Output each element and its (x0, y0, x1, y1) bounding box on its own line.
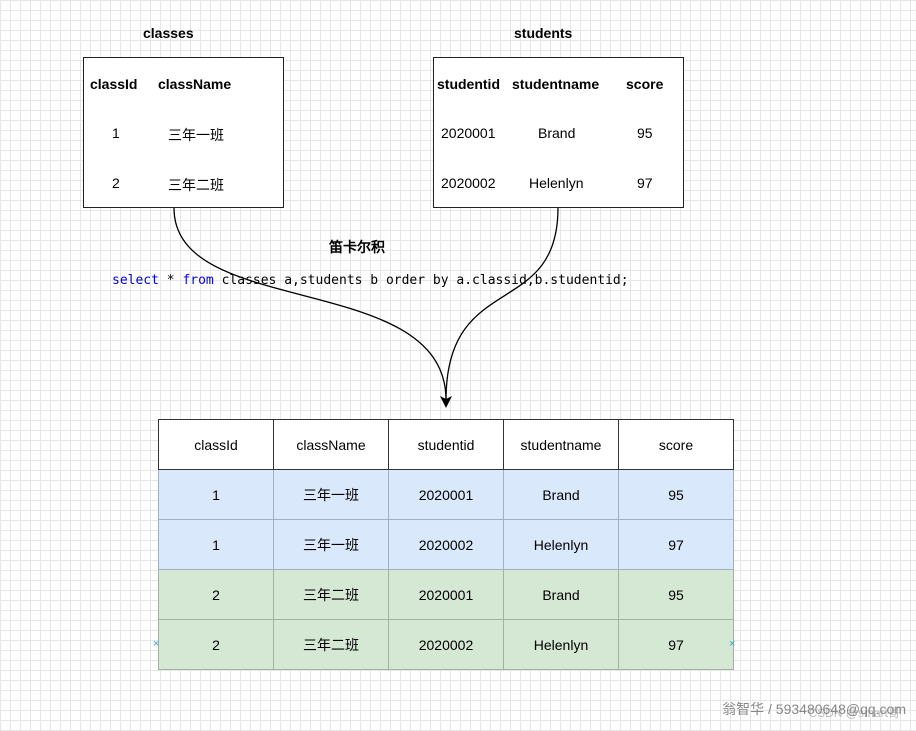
table-cell: 三年二班 (273, 619, 389, 670)
table-cell: 97 (618, 519, 734, 570)
sql-keyword-select: select (112, 273, 159, 288)
result-header-studentid: studentid (388, 419, 504, 470)
table-row: 1 三年一班 2020001 Brand 95 (158, 469, 734, 520)
table-cell: 2 (158, 569, 274, 620)
table-cell: 2020002 (388, 519, 504, 570)
students-row2-score: 97 (637, 175, 653, 191)
classes-header-classname: className (158, 76, 232, 92)
students-table: studentid studentname score 2020001 Bran… (433, 57, 684, 208)
table-cell: 三年一班 (273, 469, 389, 520)
sql-part-1: * (158, 273, 183, 288)
students-table-title: students (514, 25, 573, 41)
classes-row1-classid: 1 (112, 125, 120, 141)
table-cell: 97 (618, 619, 734, 670)
table-cell: 1 (158, 469, 274, 520)
result-header-row: classId className studentid studentname … (158, 419, 734, 470)
students-header-studentid: studentid (437, 76, 500, 92)
classes-row2-classid: 2 (112, 175, 120, 191)
result-header-classname: className (273, 419, 389, 470)
selection-handle-left-icon[interactable]: × (153, 638, 160, 650)
table-row: 1 三年一班 2020002 Helenlyn 97 (158, 519, 734, 570)
table-cell: 1 (158, 519, 274, 570)
table-cell: 三年二班 (273, 569, 389, 620)
students-row1-studentname: Brand (538, 125, 576, 141)
classes-table: classId className 1 三年一班 2 三年二班 (83, 57, 284, 208)
table-cell: 2020001 (388, 569, 504, 620)
table-row: 2 三年二班 2020002 Helenlyn 97 (158, 619, 734, 670)
table-cell: 三年一班 (273, 519, 389, 570)
table-cell: 95 (618, 569, 734, 620)
students-row1-score: 95 (637, 125, 653, 141)
classes-connector-line (173, 207, 447, 401)
sql-keyword-from: from (182, 273, 214, 288)
table-cell: 2020002 (388, 619, 504, 670)
result-header-classid: classId (158, 419, 274, 470)
result-header-score: score (618, 419, 734, 470)
classes-row2-classname: 三年二班 (168, 177, 224, 193)
students-row1-studentid: 2020001 (441, 125, 496, 141)
table-cell: Brand (503, 569, 619, 620)
table-cell: 2 (158, 619, 274, 670)
result-table: classId className studentid studentname … (158, 419, 734, 670)
table-cell: 95 (618, 469, 734, 520)
students-header-score: score (626, 76, 664, 92)
students-row2-studentid: 2020002 (441, 175, 496, 191)
sql-statement: select * from classes a,students b order… (112, 273, 629, 288)
table-cell: Brand (503, 469, 619, 520)
classes-table-title: classes (143, 25, 194, 41)
result-header-studentname: studentname (503, 419, 619, 470)
students-header-studentname: studentname (512, 76, 600, 92)
csdn-watermark: CSDN @smart哥 (808, 706, 900, 720)
arrowhead-icon (440, 396, 452, 408)
sql-part-2: classes a,students b order by a.classid,… (213, 273, 629, 288)
classes-row1-classname: 三年一班 (168, 127, 224, 143)
cartesian-product-label: 笛卡尔积 (329, 239, 385, 255)
table-cell: Helenlyn (503, 619, 619, 670)
selection-handle-right-icon[interactable]: × (729, 638, 736, 650)
author-watermark: 翁智华 / 593480648@qq.com (722, 701, 906, 717)
students-connector-line (445, 207, 559, 401)
table-row: 2 三年二班 2020001 Brand 95 (158, 569, 734, 620)
table-cell: Helenlyn (503, 519, 619, 570)
table-cell: 2020001 (388, 469, 504, 520)
students-row2-studentname: Helenlyn (529, 175, 584, 191)
classes-header-classid: classId (90, 76, 138, 92)
